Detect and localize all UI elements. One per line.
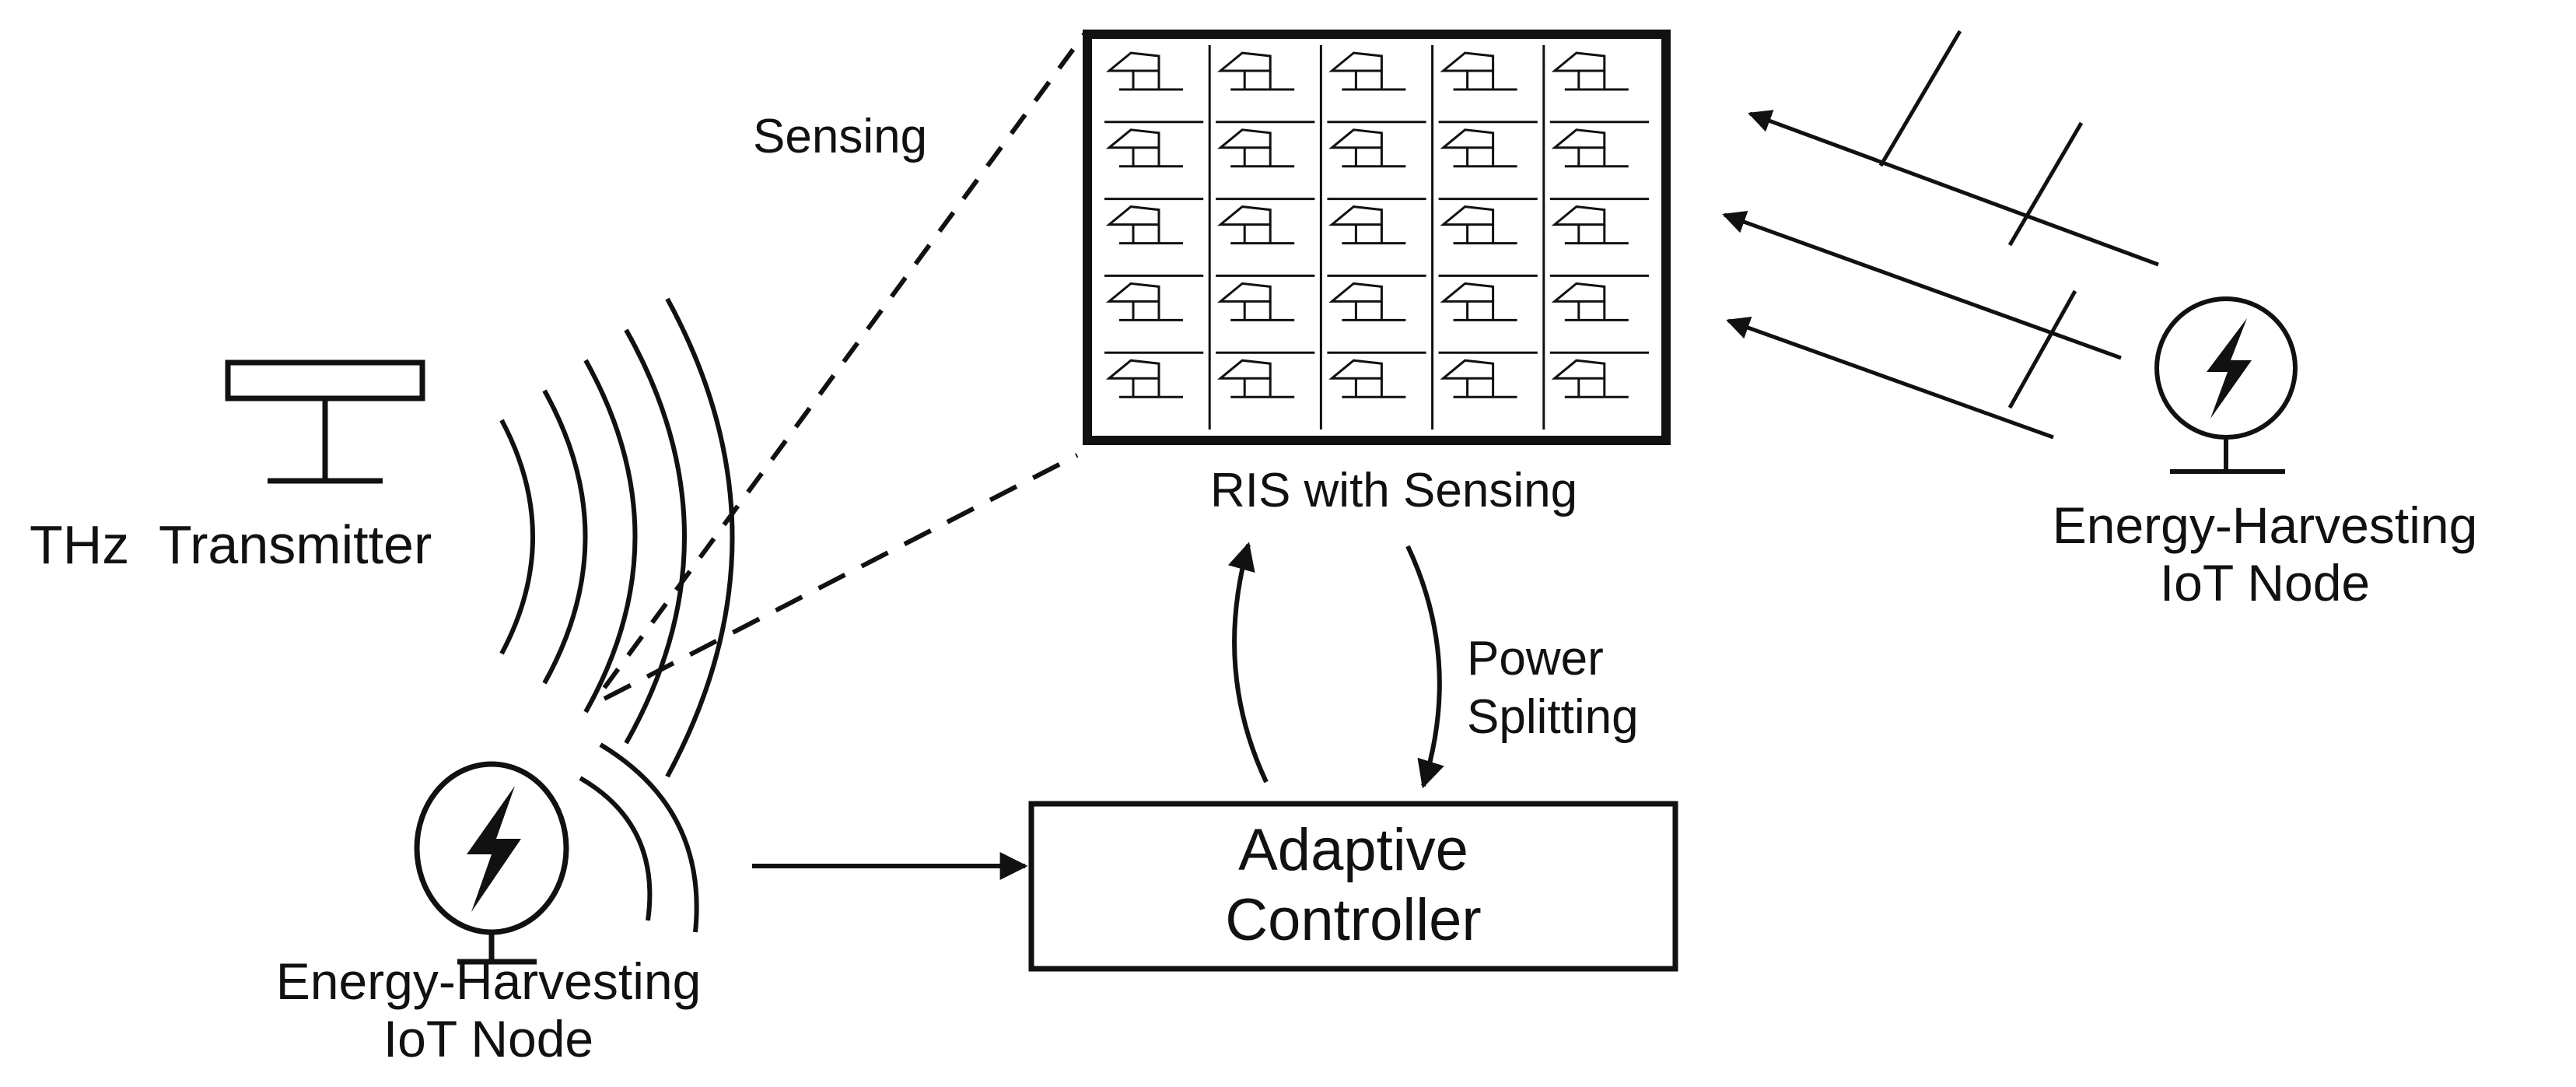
power-splitting-arrow-down <box>1405 545 1444 789</box>
ris-element-icon <box>1549 128 1649 201</box>
ris-frame <box>1083 30 1671 445</box>
control-loop: Power Splitting <box>1227 542 1639 789</box>
incoming-arrow-2 <box>1722 211 2122 360</box>
ris-element-icon <box>1104 128 1204 201</box>
ris-label: RIS with Sensing <box>1210 464 1577 517</box>
lightning-icon <box>2207 318 2252 419</box>
sensing-beams: Sensing <box>602 33 1087 701</box>
ris-element-icon <box>1440 359 1517 398</box>
ris-element-icon <box>1327 205 1426 277</box>
controller-box <box>1028 801 1678 972</box>
transmitter-label: THz Transmitter <box>30 514 432 575</box>
incoming-arrow-1 <box>1748 110 2159 267</box>
ris-element-icon <box>1549 282 1649 354</box>
sensing-line-lower <box>603 453 1079 701</box>
ris-element-icon <box>1551 359 1629 398</box>
controller-label-line2: Controller <box>1225 887 1481 953</box>
node-left-label-line1: Energy-Harvesting <box>276 952 702 1010</box>
ris-element-icon <box>1549 51 1649 124</box>
ris-element-icon <box>1104 205 1204 277</box>
ris-element-icon <box>1549 205 1649 277</box>
thz-transmitter: THz Transmitter <box>30 297 735 778</box>
node-right-label-line1: Energy-Harvesting <box>2053 496 2478 554</box>
ris-element-icon <box>1438 128 1538 201</box>
power-splitting-label-line1: Power <box>1467 632 1604 686</box>
power-splitting-label-line2: Splitting <box>1467 690 1639 744</box>
ris-element-icon <box>1438 205 1538 277</box>
blocked-tick <box>2007 121 2084 247</box>
ris-element-icon <box>1216 51 1315 124</box>
ris-element-grid <box>1104 45 1649 430</box>
sensing-label: Sensing <box>753 110 927 163</box>
iot-node-right: Energy-Harvesting IoT Node <box>1722 30 2478 612</box>
feedback-arrow-up <box>1227 542 1269 784</box>
incoming-signal-arrows <box>1722 30 2159 440</box>
transmit-waves-icon <box>499 297 735 778</box>
ris-element-icon <box>1216 128 1315 201</box>
ris-element-icon <box>1216 282 1315 354</box>
ris-element-icon <box>1327 51 1426 124</box>
ris-panel: RIS with Sensing <box>1083 30 1671 517</box>
node-left-waves-icon <box>579 742 699 933</box>
ris-element-icon <box>1216 205 1315 277</box>
adaptive-controller: Adaptive Controller <box>1028 801 1678 972</box>
controller-label-line1: Adaptive <box>1238 817 1468 883</box>
ris-element-icon <box>1105 359 1183 398</box>
ris-element-icon <box>1328 359 1406 398</box>
blocked-tick <box>1878 30 1962 167</box>
sensing-line-upper <box>602 33 1087 689</box>
node-left-label-line2: IoT Node <box>383 1010 593 1068</box>
antenna-icon <box>225 359 425 484</box>
blocked-tick <box>2007 289 2077 409</box>
ris-element-icon <box>1217 359 1295 398</box>
lightning-icon <box>467 786 521 912</box>
incoming-arrow-3 <box>1726 317 2054 440</box>
ris-element-icon <box>1104 282 1204 354</box>
ris-element-icon <box>1438 282 1538 354</box>
ris-element-icon <box>1327 128 1426 201</box>
ris-element-icon <box>1327 282 1426 354</box>
ris-element-icon <box>1438 51 1538 124</box>
node-right-label-line2: IoT Node <box>2160 554 2370 612</box>
ris-element-icon <box>1104 51 1204 124</box>
iot-node-left: Energy-Harvesting IoT Node <box>276 742 1028 1068</box>
